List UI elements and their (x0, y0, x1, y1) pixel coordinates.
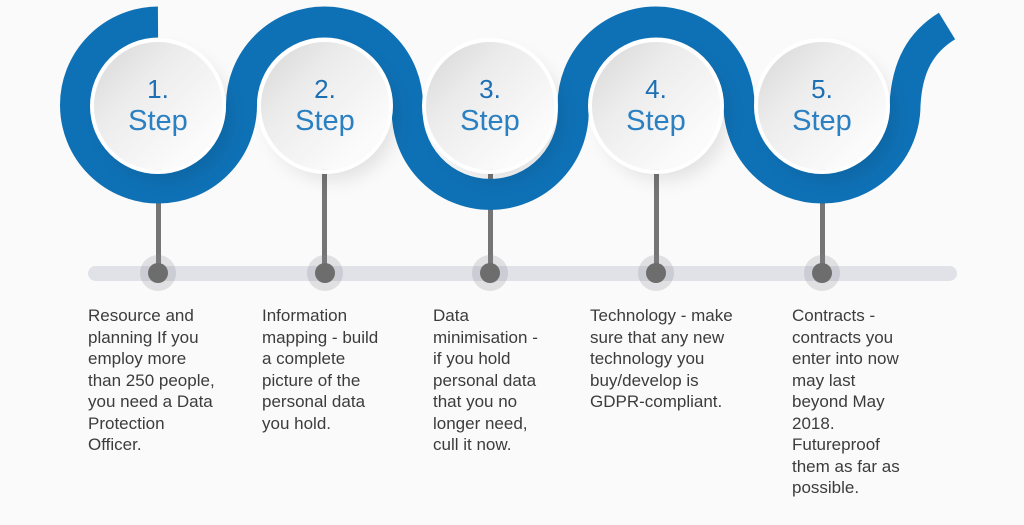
step-label: Step (460, 105, 520, 137)
step-circle-3: 3. Step (426, 42, 554, 170)
timeline-node (812, 263, 832, 283)
step-circle-5: 5. Step (758, 42, 886, 170)
step-circle-4: 4. Step (592, 42, 720, 170)
connector-line (488, 150, 493, 274)
step-number: 4. (645, 74, 667, 104)
step-number: 1. (147, 74, 169, 104)
connector-line (654, 150, 659, 274)
step-description-5: Contracts - contracts you enter into now… (792, 306, 900, 497)
step-label: Step (626, 105, 686, 137)
step-description-4: Technology - make sure that any new tech… (590, 306, 733, 411)
step-number: 5. (811, 74, 833, 104)
step-circle-2: 2. Step (261, 42, 389, 170)
timeline-node (315, 263, 335, 283)
step-description-3: Data minimisation - if you hold personal… (433, 306, 538, 454)
step-label: Step (792, 105, 852, 137)
connector-line (322, 150, 327, 274)
timeline-node (480, 263, 500, 283)
step-description-1: Resource and planning If you employ more… (88, 306, 215, 454)
connector-line (820, 150, 825, 274)
connector-line (156, 150, 161, 274)
timeline-bar (88, 266, 957, 281)
ribbon-wave (60, 6, 956, 210)
step-description-2: Information mapping - build a complete p… (262, 306, 379, 433)
step-circle-1: 1. Step (94, 42, 222, 170)
timeline-node (148, 263, 168, 283)
step-number: 3. (479, 74, 501, 104)
step-label: Step (295, 105, 355, 137)
step-label: Step (128, 105, 188, 137)
step-number: 2. (314, 74, 336, 104)
timeline-node (646, 263, 666, 283)
